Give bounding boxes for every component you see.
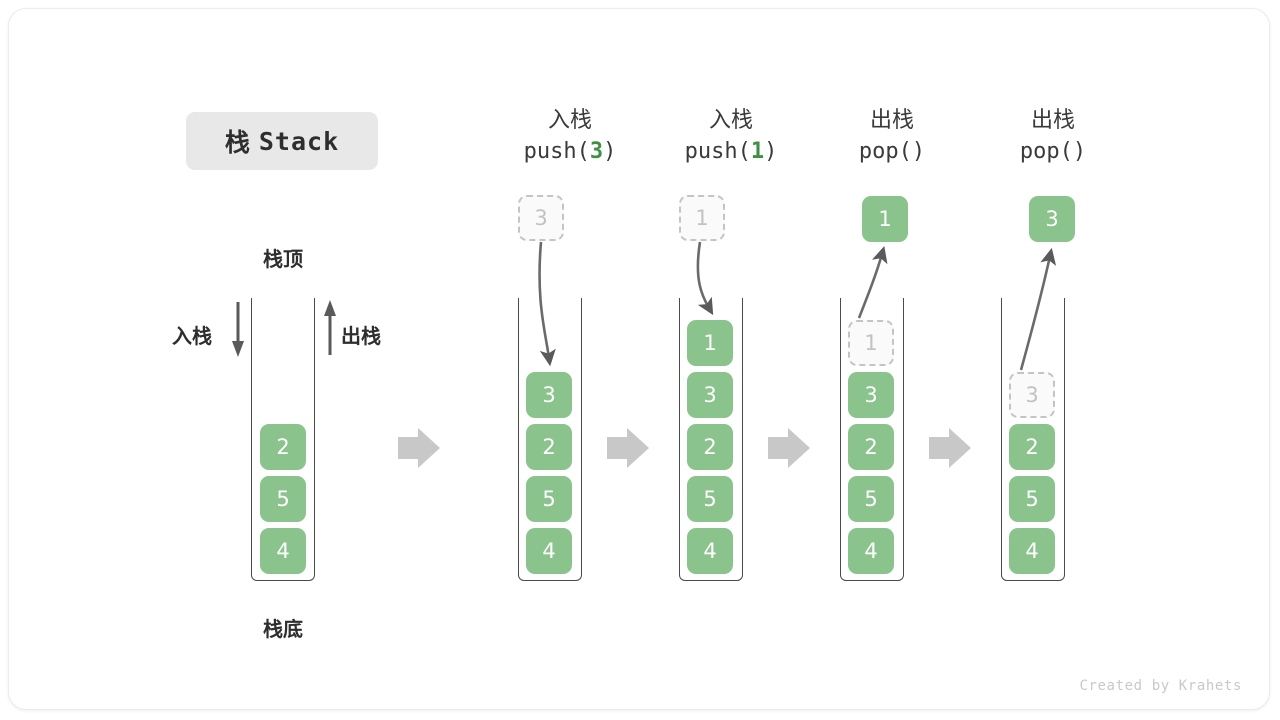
title-cn: 栈: [224, 128, 251, 157]
stack-cell: 2: [260, 424, 306, 470]
op-arg: 3: [589, 139, 604, 165]
floating-value-push-1: 1: [679, 195, 725, 241]
column-header-pop-1: 出栈 pop(): [817, 106, 967, 166]
stack-cell: 5: [848, 476, 894, 522]
floating-value-pop-3: 3: [1029, 196, 1075, 242]
stack-cell: 4: [1009, 528, 1055, 574]
stack-container-push-1: [679, 298, 743, 581]
column-header-cn: 入栈: [708, 108, 753, 133]
stack-container-initial: [251, 298, 315, 581]
stack-cell-removed: 3: [1009, 372, 1055, 418]
op-prefix: pop(: [1019, 139, 1073, 165]
watermark: Created by Krahets: [1079, 678, 1242, 694]
op-prefix: push(: [684, 139, 751, 165]
stack-cell: 4: [848, 528, 894, 574]
column-header-cn: 入栈: [547, 108, 592, 133]
stack-cell: 5: [1009, 476, 1055, 522]
stack-cell: 3: [687, 372, 733, 418]
pop-direction-label: 出栈: [341, 324, 381, 348]
stack-cell: 5: [526, 476, 572, 522]
stack-cell: 4: [526, 528, 572, 574]
title-en: Stack: [258, 126, 340, 156]
stack-cell-removed: 1: [848, 320, 894, 366]
column-header-cn: 出栈: [869, 108, 914, 133]
stack-cell: 2: [687, 424, 733, 470]
stack-cell: 3: [526, 372, 572, 418]
column-header-op: pop(): [978, 137, 1128, 166]
stack-cell: 1: [687, 320, 733, 366]
op-suffix: ): [1072, 139, 1087, 165]
op-suffix: ): [764, 139, 778, 165]
op-prefix: push(: [523, 139, 590, 165]
stack-cell: 2: [526, 424, 572, 470]
op-suffix: ): [603, 139, 617, 165]
op-prefix: pop(: [858, 139, 912, 165]
floating-value-push-3: 3: [518, 195, 564, 241]
stack-cell: 2: [848, 424, 894, 470]
column-header-op: pop(): [817, 137, 967, 166]
floating-value-pop-1: 1: [862, 196, 908, 242]
stack-top-label: 栈顶: [263, 247, 303, 271]
column-header-op: push(3): [495, 137, 645, 166]
stack-cell: 5: [687, 476, 733, 522]
stack-cell: 3: [848, 372, 894, 418]
stack-container-pop-1: [840, 298, 904, 581]
stack-cell: 2: [1009, 424, 1055, 470]
stack-container-pop-3: [1001, 298, 1065, 581]
column-header-push-1: 入栈 push(1): [656, 106, 806, 166]
stack-container-push-3: [518, 298, 582, 581]
column-header-op: push(1): [656, 137, 806, 166]
figure-title-badge: 栈 Stack: [186, 112, 378, 170]
op-arg: 1: [750, 139, 765, 165]
column-header-cn: 出栈: [1030, 108, 1075, 133]
op-suffix: ): [911, 139, 926, 165]
column-header-pop-3: 出栈 pop(): [978, 106, 1128, 166]
stack-cell: 4: [260, 528, 306, 574]
stack-cell: 4: [687, 528, 733, 574]
stack-bottom-label: 栈底: [263, 617, 303, 641]
stack-cell: 5: [260, 476, 306, 522]
column-header-push-3: 入栈 push(3): [495, 106, 645, 166]
push-direction-label: 入栈: [172, 324, 212, 348]
